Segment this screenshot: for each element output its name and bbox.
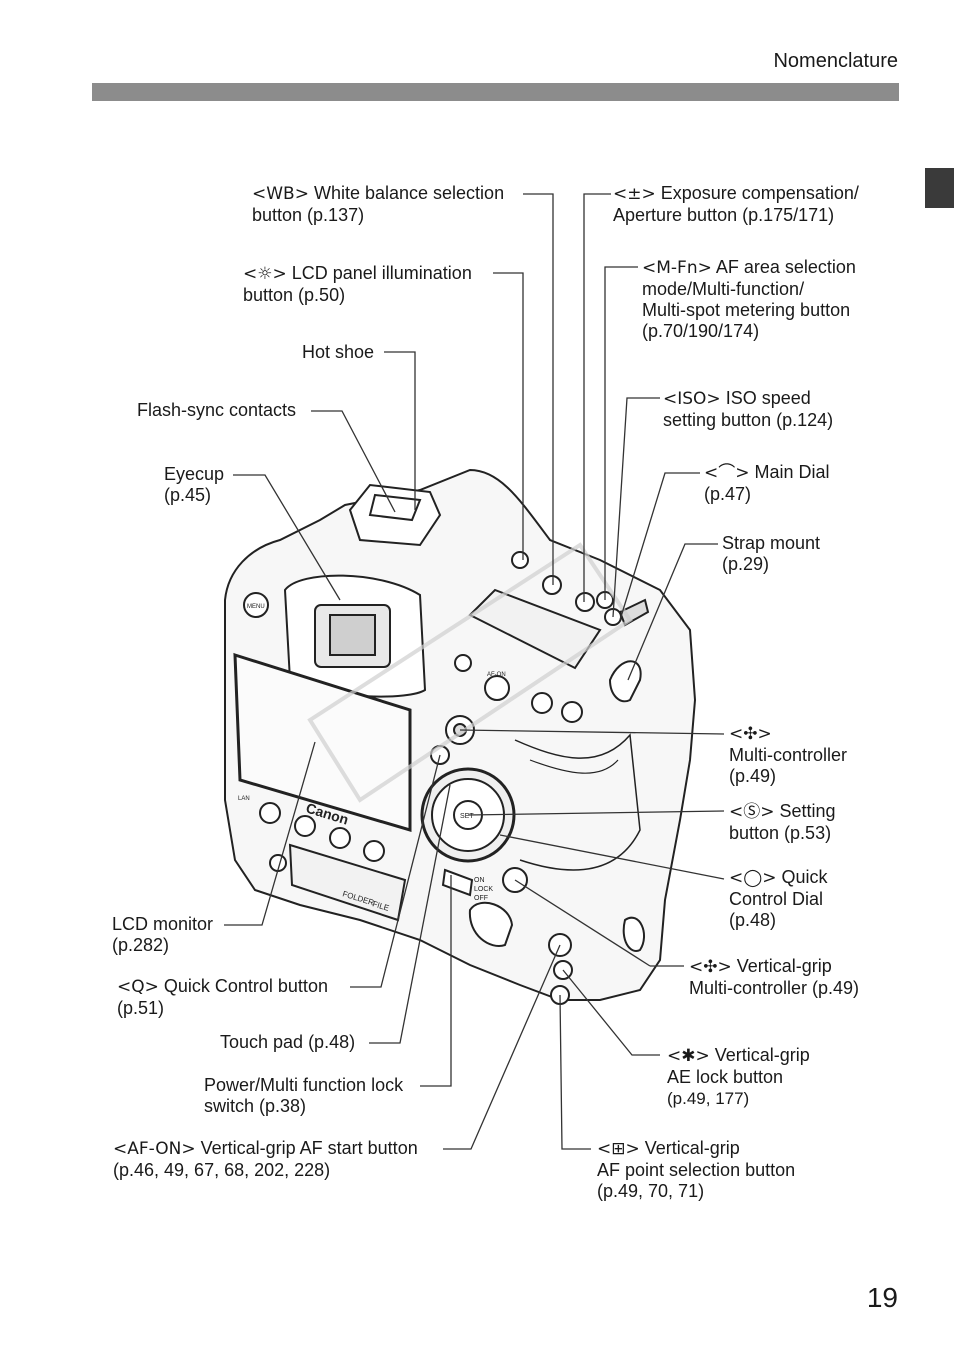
- label-main-dial: <⌒> Main Dial (p.47): [704, 462, 830, 504]
- label-vertical-af-on: <AF-ON> Vertical-grip AF start button (p…: [113, 1138, 418, 1180]
- label-lcd-illumination: <☼> LCD panel illumination button (p.50): [243, 263, 472, 305]
- strap-mount: [608, 660, 642, 703]
- label-setting-button: <Ⓢ> Setting button (p.53): [729, 801, 836, 843]
- header-rule: [92, 83, 899, 101]
- svg-text:LAN: LAN: [238, 796, 250, 802]
- chapter-tab: [925, 168, 954, 208]
- label-vertical-ae-lock: <✱> Vertical-grip AE lock button (p.49, …: [667, 1045, 810, 1108]
- page-number: 19: [866, 1282, 898, 1313]
- svg-text:SET: SET: [460, 813, 474, 820]
- svg-text:LOCK: LOCK: [474, 886, 493, 893]
- label-strap-mount: Strap mount(p.29): [722, 533, 821, 574]
- svg-text:AF-ON: AF-ON: [487, 672, 506, 678]
- label-multi-controller: <✣> Multi-controller (p.49): [729, 724, 848, 786]
- label-lcd-monitor: LCD monitor(p.282): [112, 914, 214, 955]
- svg-text:MENU: MENU: [247, 604, 265, 610]
- label-quick-control-dial: <◯> Quick Control Dial (p.48): [729, 867, 828, 930]
- menu-button: [243, 592, 269, 618]
- label-white-balance: <WB> White balance selection button (p.1…: [252, 183, 505, 225]
- svg-text:OFF: OFF: [474, 895, 488, 902]
- label-quick-control-button: <Q> Quick Control button (p.51): [117, 976, 328, 1018]
- label-vertical-af-point: <⊞> Vertical-grip AF point selection but…: [597, 1138, 796, 1201]
- copy-watermark: [307, 542, 633, 803]
- label-eyecup: Eyecup(p.45): [164, 464, 225, 505]
- label-hot-shoe: Hot shoe: [302, 342, 375, 362]
- top-lcd-panel: [468, 588, 602, 670]
- label-flash-sync: Flash-sync contacts: [137, 400, 297, 420]
- label-exposure-comp: <±> Exposure compensation/ Aperture butt…: [613, 183, 859, 225]
- label-touch-pad: Touch pad (p.48): [220, 1032, 356, 1052]
- section-title: Nomenclature: [773, 50, 898, 72]
- label-mfn: <M-Fn> AF area selection mode/Multi-func…: [642, 257, 856, 341]
- svg-text:ON: ON: [474, 877, 485, 884]
- power-switch: [441, 868, 474, 897]
- label-vertical-multi-controller: <✣> Vertical-grip Multi-controller (p.49…: [689, 956, 860, 998]
- label-iso: <ISO> ISO speed setting button (p.124): [663, 388, 834, 430]
